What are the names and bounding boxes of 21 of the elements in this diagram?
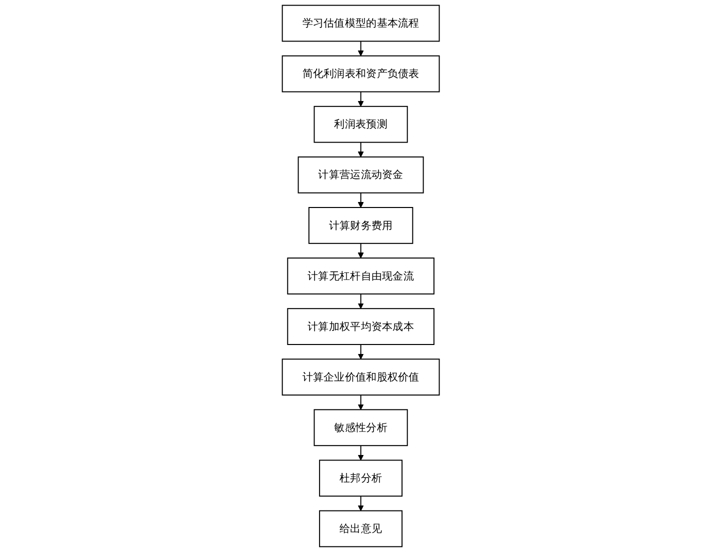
arrow [358,40,364,56]
node-box: 简化利润表和资产负债表 [282,55,440,92]
node-box: 计算无杠杆自由现金流 [287,258,435,294]
node-box: 计算财务费用 [308,207,414,244]
node-box: 给出意见 [319,510,403,548]
arrow [358,192,364,208]
node-box: 利润表预测 [314,106,408,143]
node-box: 计算企业价值和股权价值 [282,358,440,396]
arrow [358,344,364,360]
node-box: 敏感性分析 [314,409,408,446]
node-box: 计算营运流动资金 [298,156,424,194]
arrow [358,394,364,410]
node-box: 杜邦分析 [319,460,403,497]
node-box: 学习估值模型的基本流程 [282,4,440,42]
arrow [358,142,364,158]
arrow [358,496,364,512]
arrow [358,242,364,258]
arrow [358,293,364,309]
node-box: 计算加权平均资本成本 [287,308,435,345]
arrow [358,91,364,107]
arrow [358,445,364,460]
